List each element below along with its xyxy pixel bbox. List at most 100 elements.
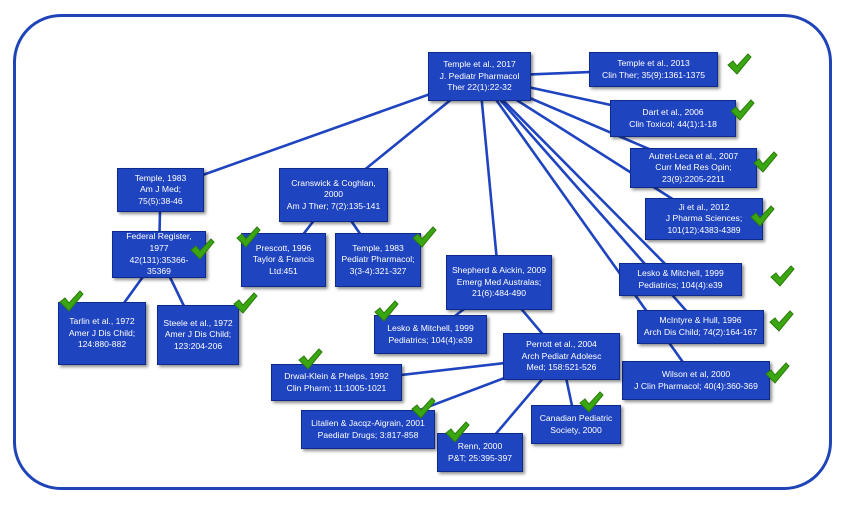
node-text-line: J Pharma Sciences;	[665, 213, 743, 224]
node-text-line: 21(6):484-490	[472, 288, 526, 299]
node-text-line: 101(12):4383-4389	[667, 224, 741, 235]
node-text-line: Clin Toxicol; 44(1):1-18	[629, 118, 717, 129]
node-text-line: Canadian Pediatric	[539, 412, 613, 423]
node-text-line: Tarlin et al., 1972	[69, 316, 135, 327]
node-text-line: J Clin Pharmacol; 40(4):360-369	[634, 380, 758, 391]
checkmark-icon	[411, 397, 436, 419]
node-text-line: Pediatr Pharmacol;	[341, 254, 415, 265]
node-text-line: Lesko & Mitchell, 1999	[637, 267, 724, 278]
edge-temple2017-shepherd2009	[478, 76, 501, 283]
node-text-line: Arch Pediatr Adolesc	[521, 350, 602, 361]
node-text-line: Litalien & Jacqz-Aigrain, 2001	[311, 417, 425, 428]
node-text-line: 42(131):35366-	[129, 254, 189, 265]
node-text-line: Ji et al., 2012	[678, 201, 730, 212]
node-text-line: Dart et al., 2006	[642, 106, 704, 117]
node-text-line: Wilson et al, 2000	[661, 368, 731, 379]
checkmark-icon	[753, 151, 778, 173]
node-text-line: Paediatr Drugs; 3:817-858	[317, 429, 419, 440]
checkmark-icon	[236, 226, 261, 248]
node-text-line: Cranswick & Coghlan,	[291, 177, 376, 188]
node-text-line: J. Pediatr Pharmacol	[439, 70, 520, 81]
node-text-line: Temple et al., 2017	[443, 59, 516, 70]
node-text-line: 124:880-882	[77, 339, 127, 350]
node-text-line: Drwal-Klein & Phelps, 1992	[284, 370, 389, 381]
node-text-line: Temple, 1983	[352, 242, 404, 253]
node-text-line: Temple, 1983	[134, 172, 187, 183]
node-text-line: Curr Med Res Opin;	[655, 162, 732, 173]
checkmark-icon	[59, 290, 84, 312]
node-text-line: 1977	[149, 242, 169, 253]
node-text-line: Ther 22(1):22-32	[447, 82, 512, 93]
node-text-line: 35369	[147, 266, 171, 277]
node-text-line: Federal Register,	[126, 231, 192, 242]
node-text-line: Temple et al., 2013	[617, 57, 690, 68]
checkmark-icon	[190, 238, 215, 260]
node-text-line: Perrott et al., 2004	[526, 339, 597, 350]
node-text-line: Am J Ther; 7(2):135-141	[286, 200, 381, 211]
node-text-line: 2000	[323, 189, 344, 200]
checkmark-icon	[412, 226, 437, 248]
node-text-line: 3(3-4):321-327	[349, 265, 407, 276]
node-text-line: Autret-Leca et al., 2007	[648, 150, 739, 161]
node-text-line: Steele et al., 1972	[163, 317, 233, 328]
node-text-line: Med; 158:521-526	[526, 362, 597, 373]
checkmark-icon	[579, 391, 604, 413]
node-text-line: 23(9):2205-2211	[662, 173, 725, 184]
checkmark-icon	[445, 421, 470, 443]
node-text-line: Clin Pharm; 11:1005-1021	[286, 382, 387, 393]
node-text-line: Lesko & Mitchell, 1999	[387, 322, 474, 333]
checkmark-icon	[730, 99, 755, 121]
node-text-line: P&T; 25:395-397	[447, 452, 513, 463]
edge-temple2017-temple1983a	[160, 75, 480, 192]
checkmark-icon	[233, 292, 258, 314]
node-text-line: Emerg Med Australas;	[456, 276, 542, 287]
checkmark-icon	[727, 53, 752, 75]
checkmark-icon	[765, 362, 790, 384]
node-text-line: Clin Ther; 35(9):1361-1375	[601, 69, 706, 80]
diagram-frame	[13, 14, 832, 490]
edge-temple2017-lesko1999a	[478, 75, 682, 281]
node-text-line: Pediatrics; 104(4):e39	[388, 334, 473, 345]
node-text-line: 75(5):38-46	[138, 195, 183, 206]
node-text-line: Society, 2000	[550, 424, 602, 435]
node-text-line: Amer J Dis Child;	[68, 327, 136, 338]
checkmark-icon	[374, 300, 399, 322]
checkmark-icon	[298, 348, 323, 370]
node-text-line: Pediatrics; 104(4):e39	[638, 279, 723, 290]
checkmark-icon	[750, 205, 775, 227]
node-text-line: Am J Med;	[139, 184, 182, 195]
node-text-line: Shepherd & Aickin, 2009	[451, 265, 547, 276]
node-text-line: 123:204-206	[173, 340, 223, 351]
checkmark-icon	[770, 265, 795, 287]
node-text-line: Amer J Dis Child;	[164, 329, 232, 340]
checkmark-icon	[769, 310, 794, 332]
node-text-line: Renn, 2000	[457, 440, 503, 451]
node-text-line: Ltd:451	[269, 265, 298, 276]
node-text-line: Prescott, 1996	[255, 242, 312, 253]
node-text-line: McIntyre & Hull, 1996	[659, 315, 742, 326]
node-text-line: Taylor & Francis	[252, 254, 315, 265]
node-text-line: Arch Dis Child; 74(2):164-167	[643, 327, 758, 337]
